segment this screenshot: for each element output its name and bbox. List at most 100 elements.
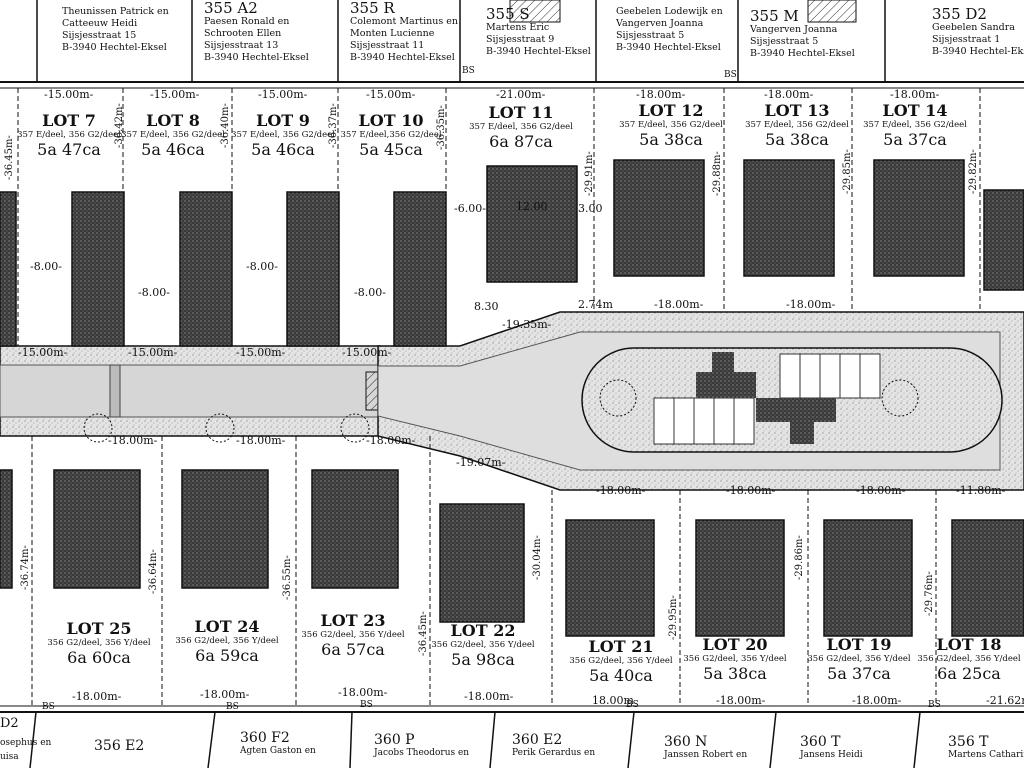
tree-icon (83, 379, 919, 443)
dimension-label: -18.00m- (236, 434, 286, 447)
dimension-label: -18.00m- (108, 434, 158, 447)
dimension-label: -18.00m- (200, 688, 250, 701)
dimension-label: -21.62m (986, 694, 1024, 707)
boundary-stone-mark: BS (360, 700, 373, 710)
depth-label: -36.40m- (220, 103, 231, 148)
depth-label: -36.37m- (328, 103, 339, 148)
neighbour-parcel: 360 P Jacobs Theodorus en (374, 732, 470, 758)
neighbour-parcel: 360 T Jansens Heidi (800, 734, 863, 760)
dimension-label: -18.00m- (596, 484, 646, 497)
boundary-stone-mark: BS (42, 702, 55, 712)
depth-label: -29.82m- (968, 149, 979, 194)
dimension-label: -15.00m- (128, 346, 178, 359)
lot-label: LOT 19 356 G2/deel, 356 Y/deel 5a 37ca (807, 635, 911, 683)
boundary-stone-mark: BS (626, 700, 639, 710)
boundary-stone-mark: BS (226, 702, 239, 712)
dimension-label: -18.00m- (366, 434, 416, 447)
dimension-label: -15.00m- (18, 346, 68, 359)
dimension-label: -11.80m- (956, 484, 1006, 497)
dimension-label: -18.00m- (338, 686, 388, 699)
owner-block: 355 S Martens Eric Sijsjesstraat 9 B-394… (486, 5, 591, 57)
dimension-label: -18.00m- (716, 694, 766, 707)
lot-label: LOT 25 356 G2/deel, 356 Y/deel 6a 60ca (47, 619, 151, 667)
top-boundary (0, 0, 1024, 89)
depth-label: -36.35m- (436, 105, 447, 150)
lot-label: LOT 20 356 G2/deel, 356 Y/deel 5a 38ca (683, 635, 787, 683)
access-road (0, 311, 1024, 491)
depth-label: -29.88m- (712, 151, 723, 196)
neighbour-parcel: 360 E2 Perik Gerardus en (512, 732, 596, 758)
depth-label: -30.04m- (532, 535, 543, 580)
lot-label: LOT 24 356 G2/deel, 356 Y/deel 6a 59ca (175, 617, 279, 665)
edge-fragment: D2 (0, 716, 19, 731)
boundary-stone-mark: BS (724, 70, 737, 80)
boundary-stone-mark: BS (462, 66, 475, 76)
dimension-label: -15.00m- (342, 346, 392, 359)
neighbour-parcel: 356 E2 (94, 738, 145, 754)
dimension-label: -18.00m- (636, 88, 686, 101)
boundary-stone-mark: BS (928, 700, 941, 710)
dimension-label: -15.00m- (366, 88, 416, 101)
lot-label: LOT 11 357 E/deel, 356 G2/deel 6a 87ca (469, 103, 573, 151)
depth-label: -36.42m- (114, 103, 125, 148)
dimension-label: 18.00m (592, 694, 634, 707)
lot-label: LOT 23 356 G2/deel, 356 Y/deel 6a 57ca (301, 611, 405, 659)
dimension-label: -15.00m- (150, 88, 200, 101)
dimension-label: 8.30 (474, 300, 499, 313)
depth-label: -36.45m- (4, 135, 15, 180)
dimension-label: -8.00- (138, 286, 170, 299)
lot-label: LOT 9 357 E/deel, 356 G2/deel 5a 46ca (231, 111, 335, 159)
dimension-label: -19.35m- (502, 318, 552, 331)
dimension-label: -8.00- (246, 260, 278, 273)
dimension-label: -21.00m- (496, 88, 546, 101)
depth-label: -29.86m- (794, 535, 805, 580)
owner-block: Theunissen Patrick en Catteeuw Heidi Sij… (62, 6, 169, 53)
dimension-label: -15.00m- (236, 346, 286, 359)
lot-label: LOT 18 356 G2/deel, 356 Y/deel 6a 25ca (917, 635, 1021, 683)
dimension-label: -8.00- (354, 286, 386, 299)
lot-label: LOT 21 356 G2/deel, 356 Y/deel 5a 40ca (569, 637, 673, 685)
dimension-label: -18.00m- (786, 298, 836, 311)
lot-label: LOT 13 357 E/deel, 356 G2/deel 5a 38ca (745, 101, 849, 149)
dimension-label: -15.00m- (44, 88, 94, 101)
neighbour-parcel: 356 T Martens Catharina (948, 734, 1024, 760)
owner-block: 355 D2 Geebelen Sandra Sijsjesstraat 1 B… (932, 5, 1024, 57)
edge-fragment: osephus en (0, 738, 52, 748)
depth-label: -29.95m- (668, 595, 679, 640)
dimension-label: 3.00 (578, 202, 603, 215)
depth-label: -36.64m- (148, 549, 159, 594)
dimension-label: -6.00- (454, 202, 486, 215)
depth-label: -29.91m- (584, 151, 595, 196)
bottom-boundary (0, 705, 1024, 768)
owner-block: 355 A2 Paesen Ronald en Schrooten Ellen … (204, 0, 309, 63)
dimension-label: -18.00m- (856, 484, 906, 497)
dimension-label: -19.07m- (456, 456, 506, 469)
lot-label: LOT 14 357 E/deel, 356 G2/deel 5a 37ca (863, 101, 967, 149)
lot-label: LOT 7 357 E/deel, 356 G2/deel 5a 47ca (17, 111, 121, 159)
dimension-label: -18.00m- (764, 88, 814, 101)
dimension-label: -15.00m- (258, 88, 308, 101)
dimension-label: -18.00m- (726, 484, 776, 497)
lot-label: LOT 22 356 G2/deel, 356 Y/deel 5a 98ca (431, 621, 535, 669)
dimension-label: -18.00m- (890, 88, 940, 101)
depth-label: -36.55m- (282, 555, 293, 600)
dimension-label: -18.00m- (852, 694, 902, 707)
depth-label: -36.74m- (20, 545, 31, 590)
dimension-label: -18.00m- (72, 690, 122, 703)
lot-label: LOT 10 357 E/deel,356 G2/deel 5a 45ca (340, 111, 442, 159)
neighbour-parcel: 360 F2 Agten Gaston en (240, 730, 316, 756)
depth-label: -36.45m- (418, 611, 429, 656)
dimension-label: -18.00m- (464, 690, 514, 703)
depth-label: -29.85m- (842, 149, 853, 194)
lot-boundaries-bottom (31, 436, 937, 706)
owner-block: 355 R Colemont Martinus en Monten Lucien… (350, 0, 458, 63)
neighbour-parcel: 360 N Janssen Robert en (664, 734, 748, 760)
dimension-label: 2.74m (578, 298, 613, 311)
lot-label: LOT 12 357 E/deel, 356 G2/deel 5a 38ca (619, 101, 723, 149)
dimension-label: -18.00m- (654, 298, 704, 311)
owner-block: Geebelen Lodewijk en Vangerven Joanna Si… (616, 6, 723, 53)
lot-label: LOT 8 357 E/deel, 356 G2/deel 5a 46ca (121, 111, 225, 159)
depth-label: -29.76m- (924, 571, 935, 616)
dimension-label: -8.00- (30, 260, 62, 273)
